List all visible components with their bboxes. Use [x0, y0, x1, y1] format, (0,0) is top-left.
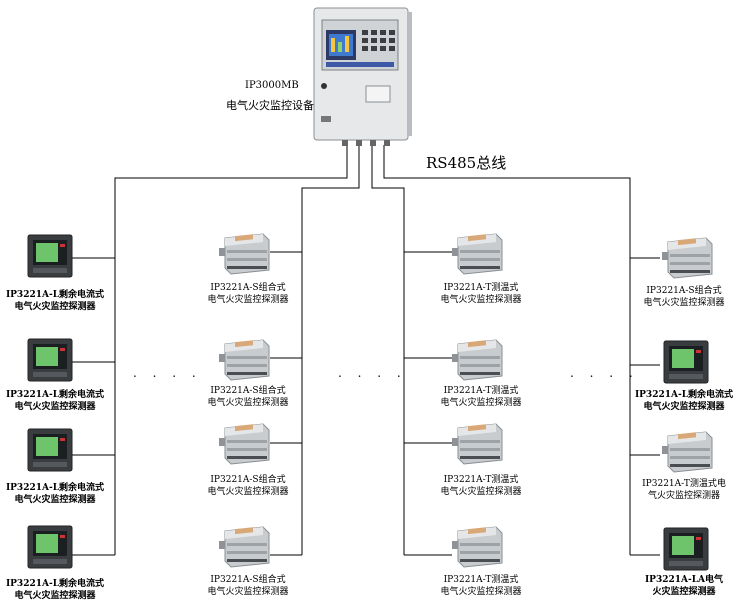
detector-label: IP3221A-LA电气 火灾监控探测器	[644, 575, 724, 597]
detector-label: IP3221A-T测温式 电气火灾监控探测器	[440, 475, 522, 497]
din-rail-module-icon	[217, 523, 271, 569]
detector-label: IP3221A-L剩余电流式 电气火灾监控探测器	[5, 483, 105, 505]
detector-label: IP3221A-S组合式 电气火灾监控探测器	[643, 286, 725, 308]
din-rail-module-icon	[660, 234, 714, 280]
din-rail-module-icon	[450, 336, 504, 382]
detector-label: IP3221A-T测温式 电气火灾监控探测器	[440, 575, 522, 597]
detector-label: IP3221A-T测温式 电气火灾监控探测器	[440, 386, 522, 408]
detector-label: IP3221A-L剩余电流式 电气火灾监控探测器	[5, 290, 105, 312]
bus-label: RS485总线	[426, 154, 507, 172]
panel-model-label: IP3000MB	[245, 80, 299, 91]
ellipsis-3: . . . .	[570, 366, 639, 380]
din-rail-module-icon	[450, 420, 504, 466]
ellipsis-2: . . . .	[338, 366, 407, 380]
din-rail-module-icon	[450, 230, 504, 276]
control-panel-icon	[312, 6, 414, 146]
panel-name-label: 电气火灾监控设备	[226, 99, 314, 112]
bus-drop-4	[383, 145, 631, 555]
din-rail-module-icon	[450, 523, 504, 569]
lcd-meter-icon	[27, 525, 73, 569]
detector-label: IP3221A-T测温式 电气火灾监控探测器	[440, 283, 522, 305]
detector-label: IP3221A-S组合式 电气火灾监控探测器	[207, 386, 289, 408]
detector-label: IP3221A-S组合式 电气火灾监控探测器	[207, 283, 289, 305]
detector-label: IP3221A-S组合式 电气火灾监控探测器	[207, 475, 289, 497]
din-rail-module-icon	[217, 230, 271, 276]
detector-label: IP3221A-L剩余电流式 电气火灾监控探测器	[634, 390, 734, 412]
detector-label: IP3221A-S组合式 电气火灾监控探测器	[207, 575, 289, 597]
bus-drop-1	[114, 145, 348, 555]
bus-drop-3	[371, 145, 405, 555]
detector-label: IP3221A-L剩余电流式 电气火灾监控探测器	[5, 390, 105, 412]
din-rail-module-icon	[217, 420, 271, 466]
detector-label: IP3221A-L剩余电流式 电气火灾监控探测器	[5, 579, 105, 601]
lcd-meter-icon	[663, 527, 709, 571]
lcd-meter-icon	[27, 338, 73, 382]
lcd-meter-icon	[663, 340, 709, 384]
ellipsis-1: . . . .	[133, 366, 202, 380]
lcd-meter-icon	[27, 428, 73, 472]
detector-label: IP3221A-T测温式电 气火灾监控探测器	[642, 479, 726, 501]
din-rail-module-icon	[217, 336, 271, 382]
lcd-meter-icon	[27, 234, 73, 278]
din-rail-module-icon	[660, 428, 714, 474]
bus-drop-2	[301, 145, 360, 555]
